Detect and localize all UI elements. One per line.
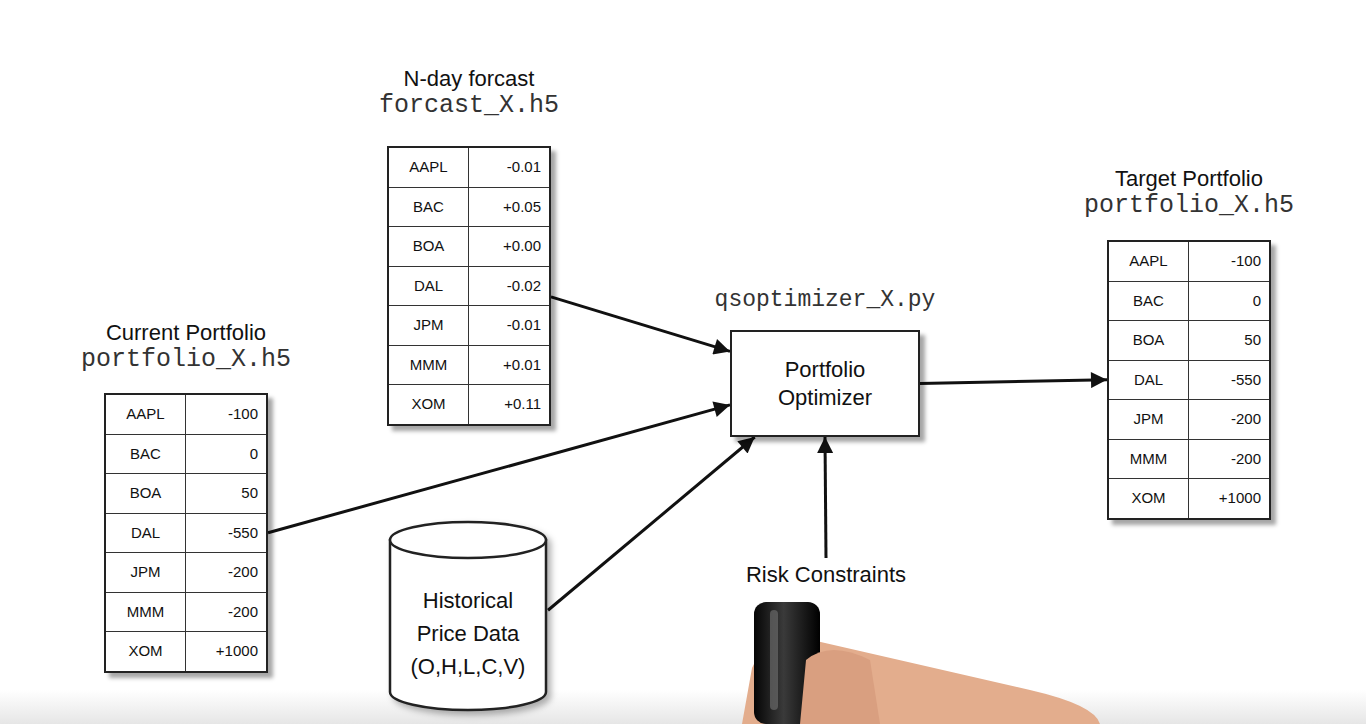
data-table: N-day forcastforcast_X.h5AAPL-0.01BAC+0.… <box>309 66 629 426</box>
ticker-cell: AAPL <box>106 395 186 434</box>
value-cell: -200 <box>186 593 266 632</box>
finger <box>800 650 880 724</box>
value-cell: +1000 <box>186 632 266 671</box>
table-row: BAC0 <box>106 434 266 474</box>
flow-arrow <box>920 380 1107 384</box>
flow-arrow <box>825 437 826 558</box>
value-cell: 0 <box>1189 282 1269 321</box>
value-cell: -550 <box>186 514 266 553</box>
data-table: Current Portfolioportfolio_X.h5AAPL-100B… <box>26 320 346 673</box>
ticker-cell: MMM <box>1109 440 1189 479</box>
table-frame: AAPL-100BAC0BOA50DAL-550JPM-200MMM-200XO… <box>104 393 268 673</box>
ticker-cell: AAPL <box>389 148 469 187</box>
table-row: MMM-200 <box>1109 439 1269 479</box>
table-row: AAPL-0.01 <box>389 148 549 187</box>
value-cell: -200 <box>1189 440 1269 479</box>
cylinder-body: Historical Price Data (O,H,L,C,V) <box>388 558 548 708</box>
flow-arrow <box>548 437 755 610</box>
box-frame: Portfolio Optimizer <box>730 330 920 437</box>
table-frame: AAPL-100BAC0BOA50DAL-550JPM-200MMM-200XO… <box>1107 240 1271 520</box>
value-cell: +1000 <box>1189 479 1269 518</box>
data-table: Target Portfolioportfolio_X.h5AAPL-100BA… <box>1029 166 1349 520</box>
ticker-cell: MMM <box>389 346 469 385</box>
value-cell: +0.05 <box>469 188 549 227</box>
ticker-cell: DAL <box>1109 361 1189 400</box>
cylinder-label: Historical Price Data (O,H,L,C,V) <box>398 584 538 683</box>
value-cell: -0.01 <box>469 306 549 345</box>
ticker-cell: JPM <box>389 306 469 345</box>
table-heading: N-day forcast <box>309 66 629 92</box>
file-name: forcast_X.h5 <box>309 92 629 120</box>
ticker-cell: MMM <box>106 593 186 632</box>
ticker-cell: BOA <box>1109 321 1189 360</box>
ticker-cell: BOA <box>389 227 469 266</box>
table-row: BOA50 <box>106 473 266 513</box>
value-cell: -550 <box>1189 361 1269 400</box>
table-row: BOA50 <box>1109 320 1269 360</box>
value-cell: -200 <box>1189 400 1269 439</box>
value-cell: 50 <box>186 474 266 513</box>
value-cell: -100 <box>1189 242 1269 281</box>
table-row: MMM+0.01 <box>389 345 549 385</box>
table-row: JPM-0.01 <box>389 305 549 345</box>
input-label: Risk Constraints <box>740 558 912 592</box>
ticker-cell: BAC <box>1109 282 1189 321</box>
value-cell: +0.01 <box>469 346 549 385</box>
process-box: qsoptimizer_X.pyPortfolio Optimizer <box>665 286 985 437</box>
table-frame: AAPL-0.01BAC+0.05BOA+0.00DAL-0.02JPM-0.0… <box>387 146 551 426</box>
ticker-cell: BAC <box>389 188 469 227</box>
table-heading: Current Portfolio <box>26 320 346 346</box>
cylinder-outline <box>388 520 548 712</box>
table-row: XOM+1000 <box>106 631 266 671</box>
ticker-cell: JPM <box>106 553 186 592</box>
table-heading: Target Portfolio <box>1029 166 1349 192</box>
pen-highlight <box>770 610 778 710</box>
file-name: portfolio_X.h5 <box>1029 192 1349 220</box>
ticker-cell: DAL <box>389 267 469 306</box>
value-cell: +0.00 <box>469 227 549 266</box>
ticker-cell: DAL <box>106 514 186 553</box>
table-row: DAL-0.02 <box>389 266 549 306</box>
ticker-cell: XOM <box>106 632 186 671</box>
value-cell: -0.01 <box>469 148 549 187</box>
value-cell: -200 <box>186 553 266 592</box>
box-label: Portfolio Optimizer <box>750 356 900 412</box>
flow-arrow <box>551 297 730 351</box>
ticker-cell: XOM <box>1109 479 1189 518</box>
table-row: MMM-200 <box>106 592 266 632</box>
input-label-text: Risk Constraints <box>746 562 906 588</box>
value-cell: -0.02 <box>469 267 549 306</box>
floor-band <box>0 690 1366 724</box>
table-row: DAL-550 <box>1109 360 1269 400</box>
ticker-cell: BAC <box>106 435 186 474</box>
table-row: JPM-200 <box>106 552 266 592</box>
table-row: XOM+0.11 <box>389 384 549 424</box>
database-cylinder: Historical Price Data (O,H,L,C,V) <box>388 520 548 712</box>
ticker-cell: XOM <box>389 385 469 424</box>
ticker-cell: BOA <box>106 474 186 513</box>
table-row: JPM-200 <box>1109 399 1269 439</box>
table-row: AAPL-100 <box>1109 242 1269 281</box>
table-row: AAPL-100 <box>106 395 266 434</box>
table-row: BAC0 <box>1109 281 1269 321</box>
table-row: XOM+1000 <box>1109 478 1269 518</box>
value-cell: +0.11 <box>469 385 549 424</box>
table-row: BOA+0.00 <box>389 226 549 266</box>
table-row: DAL-550 <box>106 513 266 553</box>
table-row: BAC+0.05 <box>389 187 549 227</box>
ticker-cell: AAPL <box>1109 242 1189 281</box>
value-cell: -100 <box>186 395 266 434</box>
script-name: qsoptimizer_X.py <box>665 286 985 314</box>
value-cell: 0 <box>186 435 266 474</box>
file-name: portfolio_X.h5 <box>26 346 346 374</box>
value-cell: 50 <box>1189 321 1269 360</box>
ticker-cell: JPM <box>1109 400 1189 439</box>
